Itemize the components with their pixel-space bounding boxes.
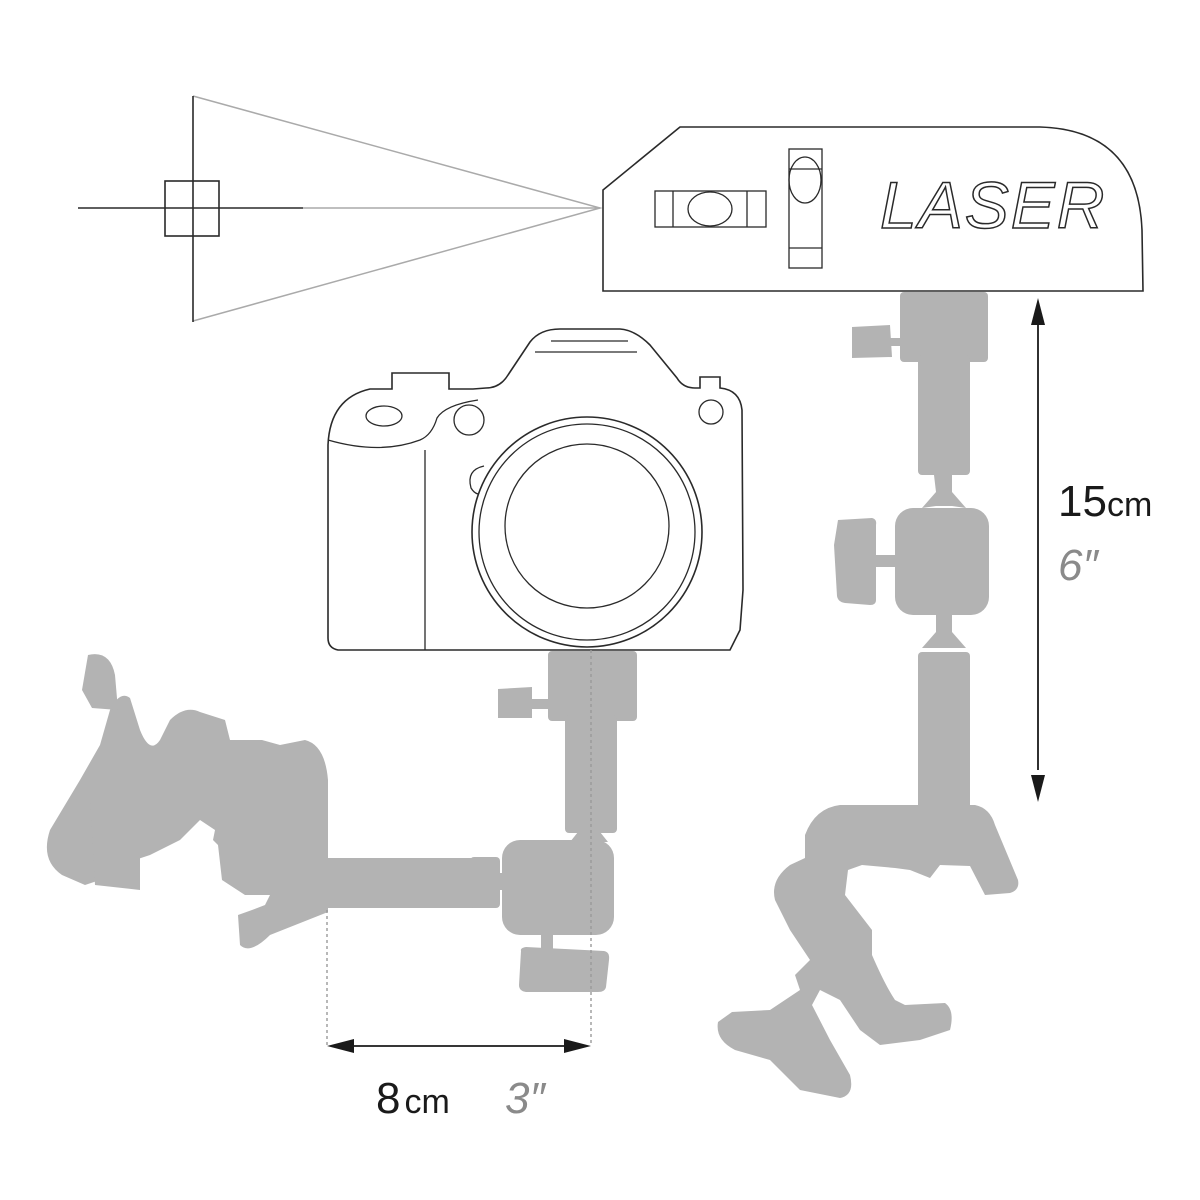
shutter-button-icon: [365, 405, 403, 427]
camera-icon: [327, 328, 744, 651]
laser-beam-projection: [78, 95, 603, 322]
laser-magic-arm-mount: [717, 292, 1019, 1098]
arrow-down-icon: [1031, 775, 1045, 802]
arrow-up-icon: [1031, 298, 1045, 325]
vertical-bubble-level-icon: [788, 148, 823, 269]
lens-mount-inner: [504, 443, 670, 609]
lens-mount-outer: [471, 416, 703, 648]
laser-label: LASER: [880, 168, 1106, 242]
width-imperial-label: 3″: [505, 1074, 546, 1123]
target-square-icon: [164, 180, 220, 237]
height-metric-label: 15cm: [1058, 477, 1152, 526]
laser-housing: [602, 126, 1144, 292]
arrow-right-icon: [564, 1039, 591, 1053]
arrow-left-icon: [327, 1039, 354, 1053]
height-dimension: 15cm 6″: [1031, 298, 1152, 802]
height-imperial-label: 6″: [1058, 541, 1099, 590]
horizontal-bubble-level-icon: [654, 190, 767, 228]
laser-unit: LASER: [602, 126, 1144, 292]
camera-magic-arm-mount: [46, 651, 637, 992]
